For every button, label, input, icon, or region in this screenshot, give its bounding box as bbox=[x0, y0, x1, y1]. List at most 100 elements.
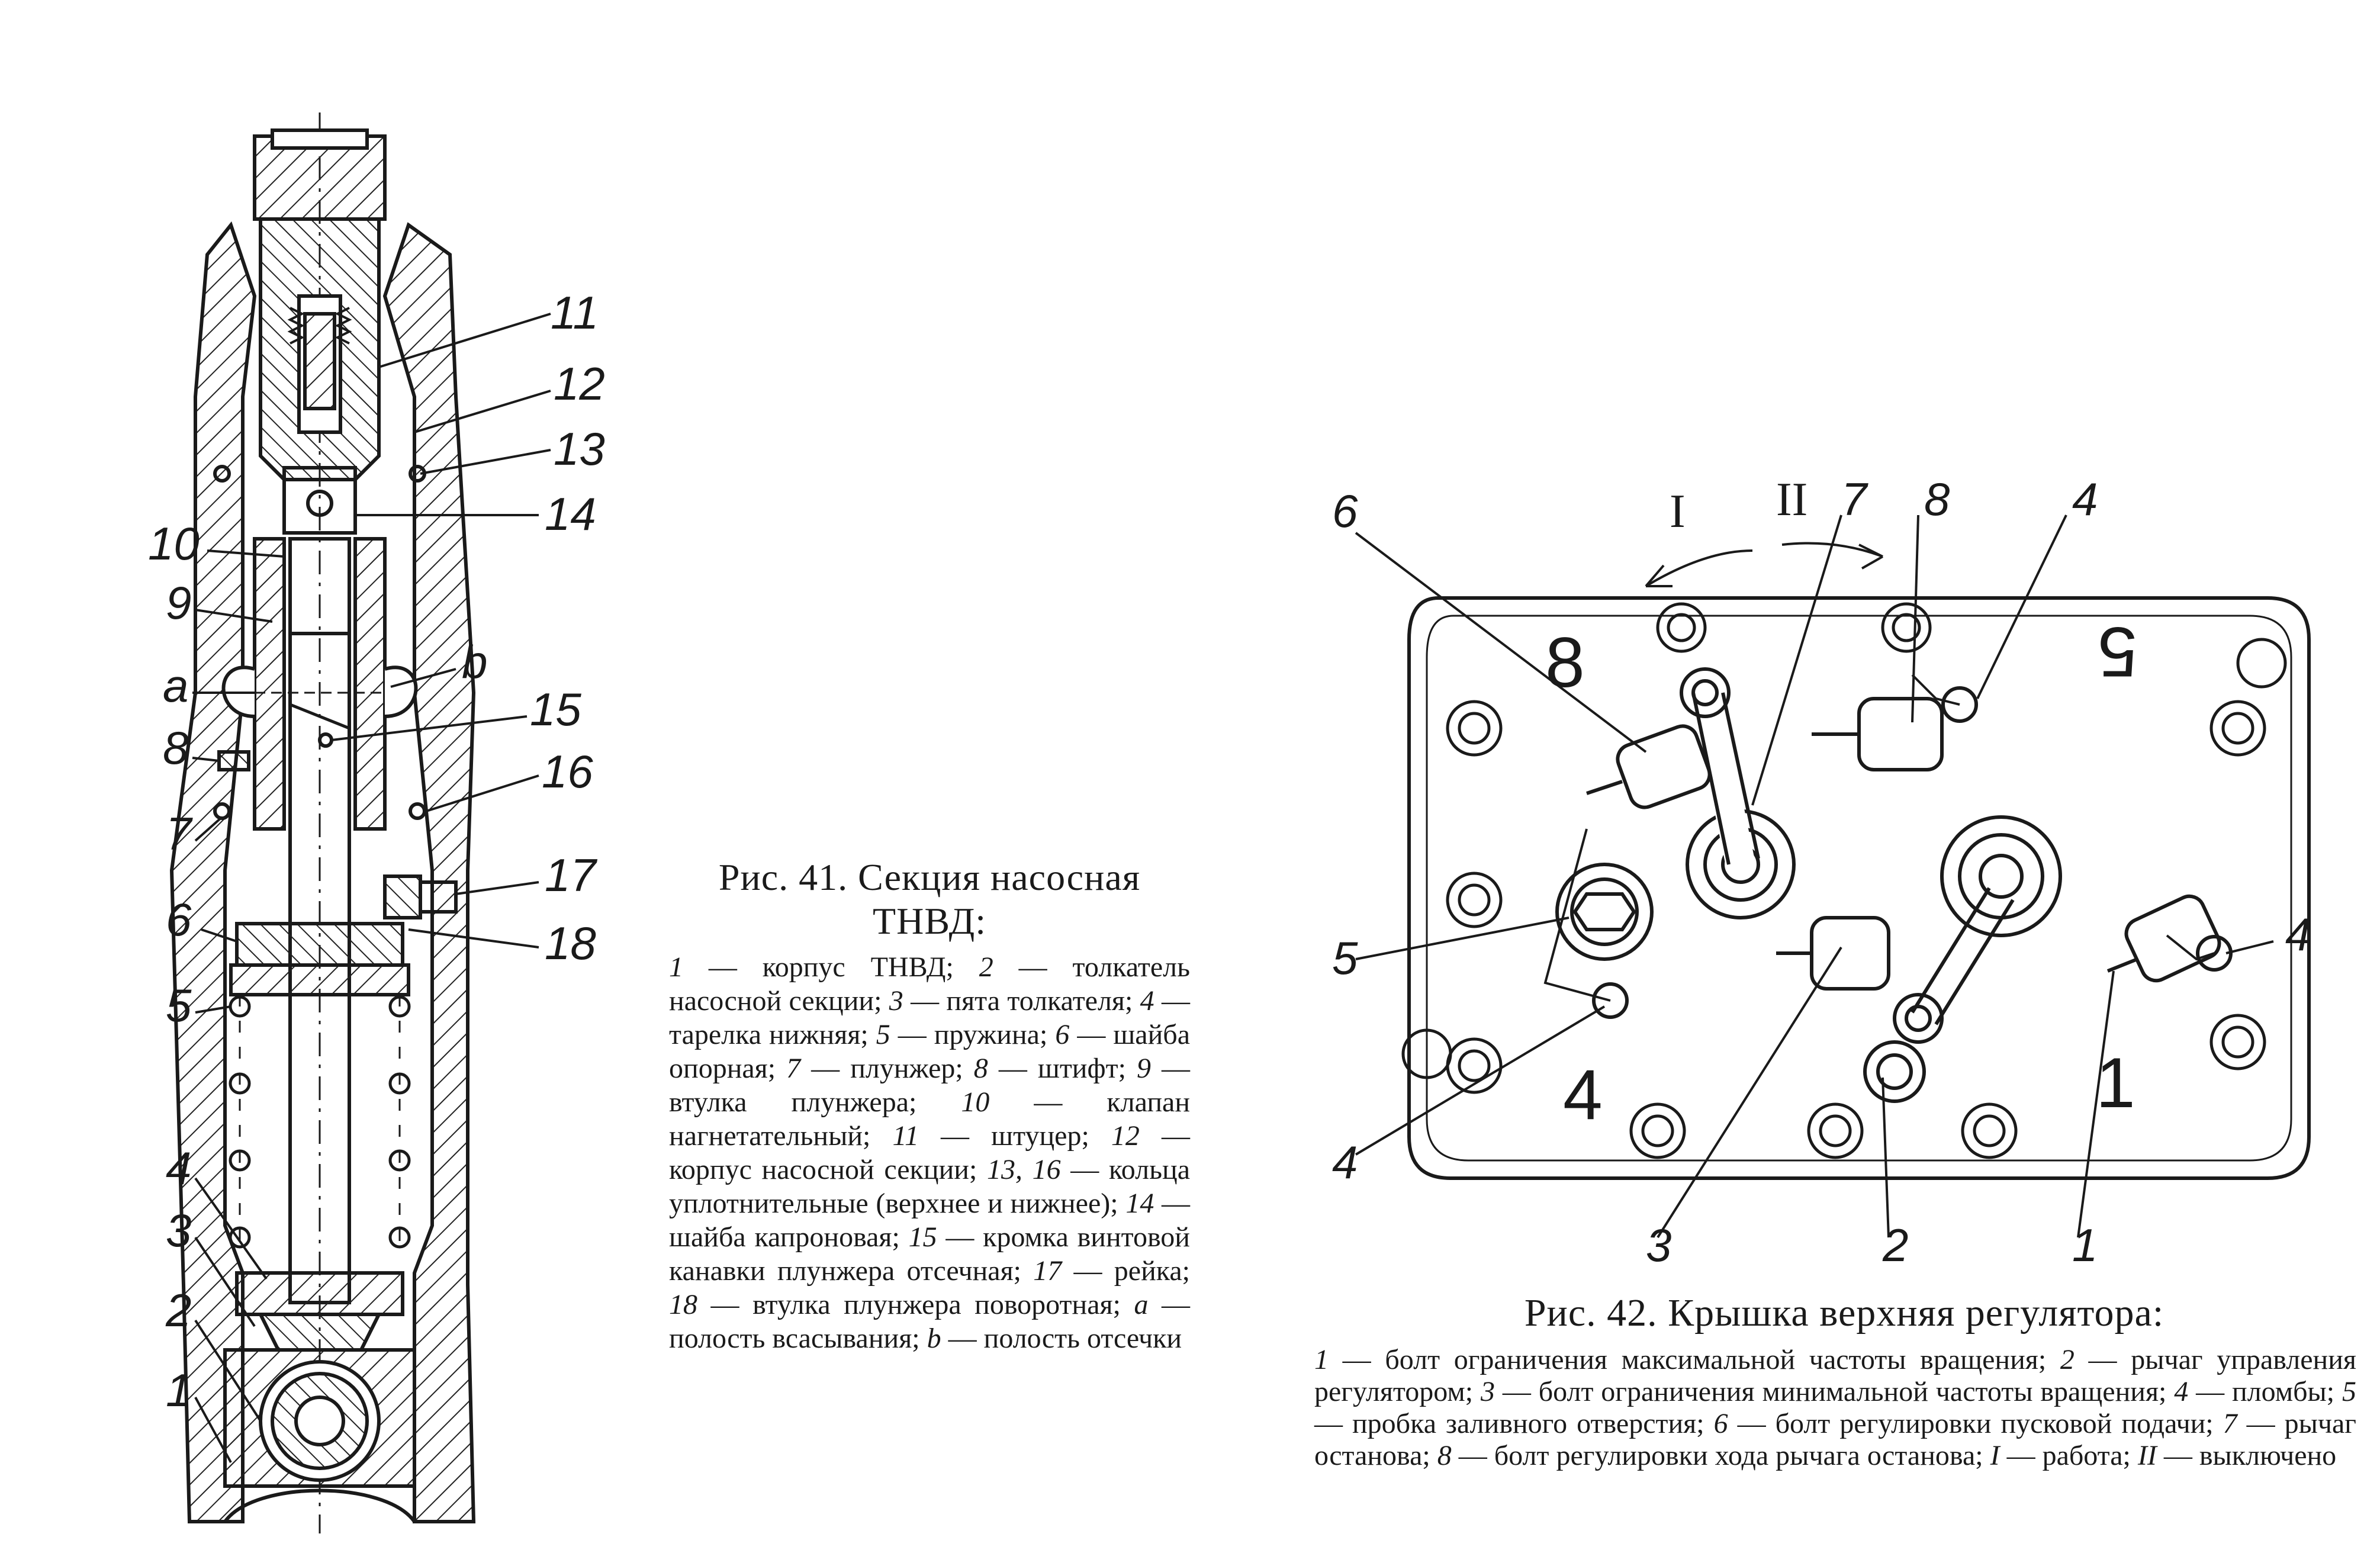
fig41-legend-text: — втулка плунжера поворотная; bbox=[697, 1289, 1134, 1320]
fig42-legend-number: I bbox=[1990, 1440, 2000, 1471]
figure-41-caption-title: Рис. 41. Секция насосная ТНВД: bbox=[669, 856, 1190, 943]
fig42-label-6: 6 bbox=[1332, 485, 1358, 537]
fig41-label-1: 1 bbox=[166, 1364, 191, 1416]
fig41-legend-text: — корпус ТНВД; bbox=[683, 951, 979, 983]
fig41-label-5: 5 bbox=[166, 979, 192, 1031]
fig42-label-8: 8 bbox=[1924, 473, 1950, 525]
fig41-legend-text: — пружина; bbox=[890, 1019, 1056, 1050]
fig42-legend-number: 3 bbox=[1480, 1376, 1495, 1407]
fig42-plate-number-5: 5 bbox=[2098, 612, 2137, 692]
fig42-direction-I: I bbox=[1670, 485, 1686, 538]
fig42-label-5: 5 bbox=[1332, 932, 1358, 984]
fig42-legend-text: — работа; bbox=[1999, 1440, 2138, 1471]
fig41-legend-number: 18 bbox=[669, 1289, 697, 1320]
fig42-legend-text: — рычаг останова; bbox=[1314, 1408, 2356, 1471]
fig41-legend-number: 13, 16 bbox=[986, 1154, 1061, 1185]
fig42-legend-text: — пробка заливного отверстия; bbox=[1314, 1408, 1714, 1439]
fig42-direction-II: II bbox=[1776, 474, 1807, 526]
fig41-label-17: 17 bbox=[545, 849, 597, 901]
figure-41-caption-title-line2: ТНВД: bbox=[873, 900, 986, 942]
fig41-label-12: 12 bbox=[554, 358, 605, 410]
figure-41-legend: 1 — корпус ТНВД; 2 — толкатель насосной … bbox=[669, 950, 1190, 1355]
fig42-legend-number: 7 bbox=[2223, 1408, 2237, 1439]
fig42-legend-number: II bbox=[2137, 1440, 2157, 1471]
fig42-legend-text: — выключено bbox=[2156, 1440, 2337, 1471]
fig42-legend-number: 4 bbox=[2174, 1376, 2189, 1407]
fig41-label-9: 9 bbox=[166, 577, 191, 629]
fig41-legend-text: — кромка винтовой канавки плунжера отсеч… bbox=[669, 1221, 1190, 1287]
fig41-label-6: 6 bbox=[166, 893, 192, 946]
fig41-legend-number: 1 bbox=[669, 951, 683, 983]
fig41-legend-number: 12 bbox=[1111, 1120, 1140, 1152]
fig41-legend-number: 3 bbox=[889, 985, 903, 1017]
fig41-legend-number: 8 bbox=[973, 1053, 988, 1084]
fig41-legend-text: — клапан нагнетательный; bbox=[669, 1086, 1191, 1152]
fig41-legend-number: 4 bbox=[1140, 985, 1154, 1017]
fig41-legend-number: 5 bbox=[876, 1019, 890, 1050]
fig42-label-7: 7 bbox=[1841, 473, 1868, 525]
fig41-legend-text: — полость отсечки bbox=[941, 1323, 1182, 1354]
fig41-legend-text: — корпус насосной секции; bbox=[669, 1120, 1190, 1185]
fig42-plate-number-1: 1 bbox=[2096, 1043, 2135, 1123]
fig41-label-2: 2 bbox=[165, 1284, 191, 1336]
fig41-legend-number: 14 bbox=[1125, 1188, 1154, 1219]
figure-42-caption-title: Рис. 42. Крышка верхняя регулятора: bbox=[1524, 1291, 2164, 1335]
fig41-legend-number: 10 bbox=[961, 1086, 990, 1118]
fig42-label-1: 1 bbox=[2072, 1219, 2098, 1271]
fig42-legend-number: 1 bbox=[1314, 1344, 1329, 1375]
fig41-label-18: 18 bbox=[545, 917, 596, 969]
fig42-legend-text: — болт регулировки пусковой подачи; bbox=[1728, 1408, 2223, 1439]
fig41-label-15: 15 bbox=[530, 683, 581, 735]
fig41-label-b: b bbox=[462, 636, 487, 688]
fig41-legend-text: — штуцер; bbox=[918, 1120, 1111, 1152]
fig41-legend-number: b bbox=[927, 1323, 941, 1354]
fig41-label-16: 16 bbox=[542, 745, 593, 798]
fig42-label-4-left: 4 bbox=[1332, 1136, 1358, 1188]
fig42-legend-text: — пломбы; bbox=[2188, 1376, 2343, 1407]
fig42-legend-number: 5 bbox=[2342, 1376, 2357, 1407]
fig41-legend-text: — шайба капроновая; bbox=[669, 1188, 1191, 1253]
fig41-legend-number: 17 bbox=[1033, 1255, 1062, 1287]
fig41-legend-text: — втулка плунжера; bbox=[669, 1053, 1191, 1118]
fig41-legend-number: a bbox=[1134, 1289, 1149, 1320]
figure-42-legend: 1 — болт ограничения максимальной частот… bbox=[1314, 1344, 2356, 1472]
fig41-legend-number: 11 bbox=[892, 1120, 919, 1152]
fig41-label-13: 13 bbox=[554, 423, 605, 475]
fig41-legend-text: — пята толкателя; bbox=[903, 985, 1140, 1017]
figure-41-drawing: 11 12 13 14 10 9 a b 15 8 16 7 17 6 18 5… bbox=[148, 112, 605, 1533]
fig42-legend-text: — болт ограничения минимальной частоты в… bbox=[1494, 1376, 2175, 1407]
fig42-plate-number-4: 4 bbox=[1563, 1055, 1603, 1134]
fig42-legend-number: 2 bbox=[2060, 1344, 2075, 1375]
fig41-label-4: 4 bbox=[166, 1142, 191, 1194]
fig42-legend-text: — болт регулировки хода рычага останова; bbox=[1451, 1440, 1990, 1471]
fig41-label-8: 8 bbox=[163, 722, 188, 774]
fig41-legend-text: — плунжер; bbox=[800, 1053, 974, 1084]
fig42-label-3: 3 bbox=[1646, 1219, 1671, 1271]
fig41-label-11: 11 bbox=[551, 287, 599, 339]
fig41-legend-number: 7 bbox=[786, 1053, 801, 1084]
figure-41-caption-title-line1: Рис. 41. Секция насосная bbox=[718, 856, 1141, 898]
fig41-legend-text: — штифт; bbox=[988, 1053, 1137, 1084]
figure-42-drawing: 6 7 8 4 4 5 4 3 2 1 I II 8 5 4 1 bbox=[1332, 473, 2311, 1271]
fig42-legend-number: 6 bbox=[1713, 1408, 1728, 1439]
fig42-label-2: 2 bbox=[1882, 1219, 1908, 1271]
fig41-legend-number: 15 bbox=[908, 1221, 937, 1253]
fig41-legend-text: — кольца уплотнительные (верхнее и нижне… bbox=[669, 1154, 1190, 1219]
fig41-legend-text: — шайба опорная; bbox=[669, 1019, 1190, 1084]
fig41-legend-number: 6 bbox=[1055, 1019, 1070, 1050]
fig41-legend-number: 2 bbox=[979, 951, 993, 983]
fig42-label-4-right: 4 bbox=[2285, 908, 2311, 960]
fig41-legend-text: — тарелка нижняя; bbox=[669, 985, 1190, 1050]
fig41-legend-text: — полость всасывания; bbox=[669, 1289, 1191, 1354]
fig41-legend-number: 9 bbox=[1136, 1053, 1151, 1084]
fig41-legend-text: — толкатель насосной секции; bbox=[669, 951, 1191, 1017]
fig42-label-4-top: 4 bbox=[2072, 473, 2098, 525]
fig42-legend-text: — болт ограничения максимальной частоты … bbox=[1329, 1344, 2060, 1375]
fig41-label-7: 7 bbox=[166, 808, 193, 860]
fig41-label-3: 3 bbox=[166, 1204, 191, 1256]
fig42-legend-number: 8 bbox=[1437, 1440, 1452, 1471]
fig41-legend-text: — рейка; bbox=[1062, 1255, 1190, 1287]
fig41-label-14: 14 bbox=[545, 488, 596, 540]
fig41-label-10: 10 bbox=[148, 517, 200, 570]
fig42-legend-text: — рычаг управления регулятором; bbox=[1314, 1344, 2356, 1407]
